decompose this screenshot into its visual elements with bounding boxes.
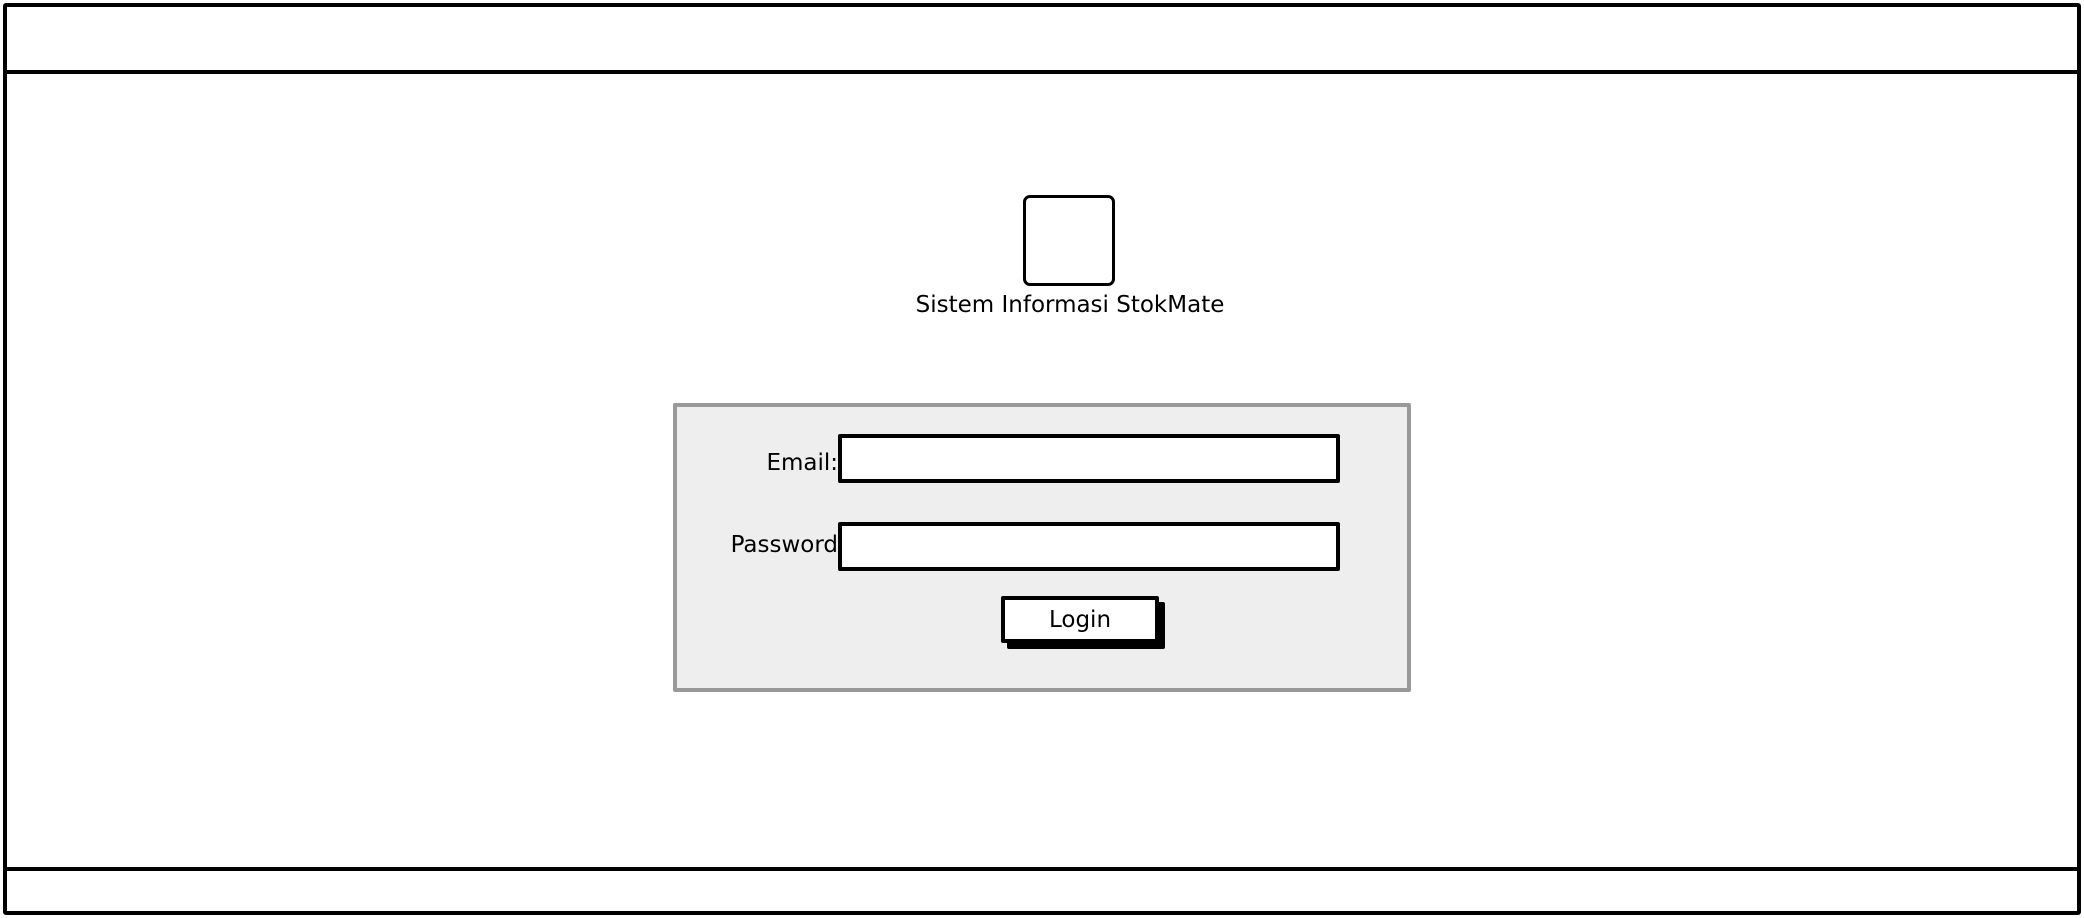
bottom-footer-bar xyxy=(7,867,2077,911)
app-title: Sistem Informasi StokMate xyxy=(915,292,1225,318)
password-input[interactable] xyxy=(838,522,1340,571)
email-label: Email: xyxy=(766,450,838,476)
email-input[interactable] xyxy=(838,434,1340,483)
password-label: Password xyxy=(730,532,838,558)
login-button[interactable]: Login xyxy=(1001,596,1159,643)
top-header-bar xyxy=(7,7,2077,74)
logo-placeholder-icon xyxy=(1023,195,1115,286)
